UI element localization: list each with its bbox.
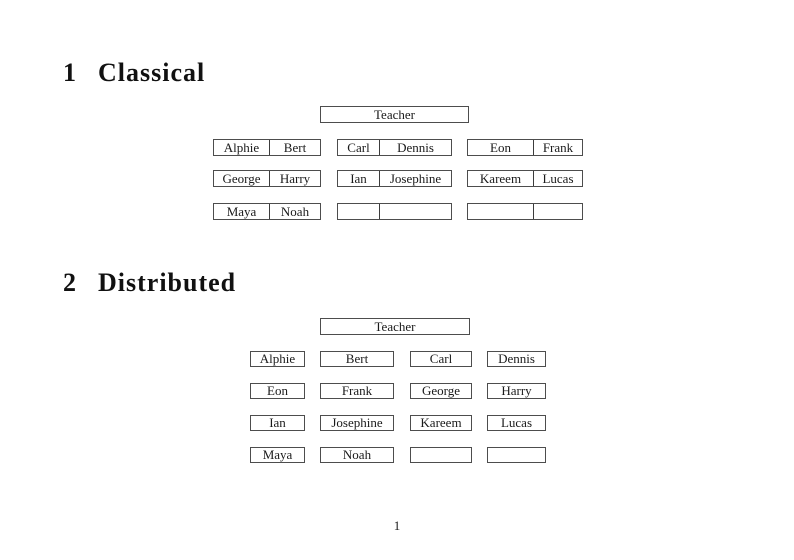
- teacher-desk: Teacher: [320, 106, 469, 123]
- seat-name: [338, 204, 380, 219]
- desk-single: Dennis: [487, 351, 546, 367]
- desk-single: George: [410, 383, 472, 399]
- section-title: Distributed: [98, 268, 237, 297]
- desk-two-seater-empty: [467, 203, 583, 220]
- desk-single-empty: [487, 447, 546, 463]
- desk-single: Maya: [250, 447, 305, 463]
- seat-name: Carl: [338, 140, 380, 155]
- desk-single: Noah: [320, 447, 394, 463]
- desk-two-seater: Carl Dennis: [337, 139, 452, 156]
- desk-two-seater: Ian Josephine: [337, 170, 452, 187]
- seat-name: Kareem: [468, 171, 534, 186]
- seat-name: [380, 204, 451, 219]
- desk-single: Alphie: [250, 351, 305, 367]
- desk-single: Carl: [410, 351, 472, 367]
- page-number: 1: [393, 518, 401, 533]
- desk-single: Eon: [250, 383, 305, 399]
- seat-name: Noah: [280, 204, 310, 219]
- teacher-desk: Teacher: [320, 318, 470, 335]
- seat-name: [534, 204, 582, 219]
- seat-name: Dennis: [397, 140, 434, 155]
- seat-name: George: [214, 171, 270, 186]
- seat-name: Ian: [338, 171, 380, 186]
- desk-single: Bert: [320, 351, 394, 367]
- desk-two-seater: Alphie Bert: [213, 139, 321, 156]
- seat-name: Lucas: [542, 171, 574, 186]
- desk-single: Josephine: [320, 415, 394, 431]
- desk-two-seater: Maya Noah: [213, 203, 321, 220]
- seat-name: Frank: [542, 140, 574, 155]
- desk-two-seater: Eon Frank: [467, 139, 583, 156]
- desk-single-empty: [410, 447, 472, 463]
- seat-name: [468, 204, 534, 219]
- section-number: 1: [63, 58, 76, 87]
- desk-two-seater-empty: [337, 203, 452, 220]
- desk-single: Kareem: [410, 415, 472, 431]
- section-heading: 2 Distributed: [63, 270, 236, 296]
- section-heading: 1 Classical: [63, 60, 205, 86]
- seat-name: Josephine: [389, 171, 442, 186]
- section-number: 2: [63, 268, 76, 297]
- seat-name: Harry: [279, 171, 311, 186]
- desk-two-seater: George Harry: [213, 170, 321, 187]
- section-title: Classical: [98, 58, 206, 87]
- seat-name: Alphie: [214, 140, 270, 155]
- desk-single: Lucas: [487, 415, 546, 431]
- desk-two-seater: Kareem Lucas: [467, 170, 583, 187]
- desk-single: Harry: [487, 383, 546, 399]
- seat-name: Maya: [214, 204, 270, 219]
- seat-name: Eon: [468, 140, 534, 155]
- desk-single: Ian: [250, 415, 305, 431]
- desk-single: Frank: [320, 383, 394, 399]
- seat-name: Bert: [283, 140, 307, 155]
